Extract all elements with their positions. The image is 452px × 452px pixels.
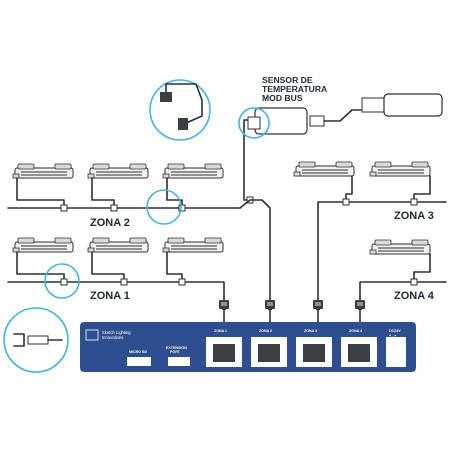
callout-zone-2-joint <box>146 189 182 225</box>
rj45-plug-zone-4 <box>354 299 366 310</box>
callout-rj-plug <box>149 79 211 141</box>
port-label-zona-2: ZONA 2 <box>259 329 272 333</box>
port-label-zona-3: ZONA 3 <box>304 329 317 333</box>
rj45-plug-zone-3 <box>312 299 324 310</box>
zone-3-group <box>293 161 447 301</box>
rj45-plug-zone-1 <box>218 299 230 310</box>
callout-sensor-jack <box>238 107 270 139</box>
sensor-label-line3: MOD BUS <box>262 93 303 103</box>
controller-device <box>80 322 416 372</box>
zone-4-label: ZONA 4 <box>394 290 435 302</box>
extension-port-label-1: EXTENSION <box>166 346 187 350</box>
zone-1-group <box>7 237 225 301</box>
sensor-label-line1: SENSOR DE <box>262 75 313 85</box>
sensor-label-line2: TEMPERATURA <box>262 84 327 94</box>
micro-sd-label: MICRO SD <box>129 350 147 354</box>
callout-zone-1-joint <box>44 263 80 299</box>
port-label-zona-1: ZONA 1 <box>214 329 227 333</box>
extension-port-label-2: PORT <box>170 350 181 354</box>
callout-split-connector <box>3 307 69 373</box>
power-spec: + - + <box>389 334 396 338</box>
zone-4-group <box>359 239 447 301</box>
brand-tagline: Innovations <box>102 335 123 340</box>
temperature-sensor <box>243 93 443 201</box>
zone-1-label: ZONA 1 <box>90 290 130 302</box>
port-label-zona-4: ZONA 4 <box>349 329 362 333</box>
zone-2-label: ZONA 2 <box>90 217 130 229</box>
zone-3-label: ZONA 3 <box>394 210 434 222</box>
zone-2-group <box>7 163 271 301</box>
power-label: DC24V <box>389 329 401 333</box>
brand-name: Sketch Lighting <box>102 330 131 335</box>
rj45-plug-zone-2 <box>264 299 276 310</box>
